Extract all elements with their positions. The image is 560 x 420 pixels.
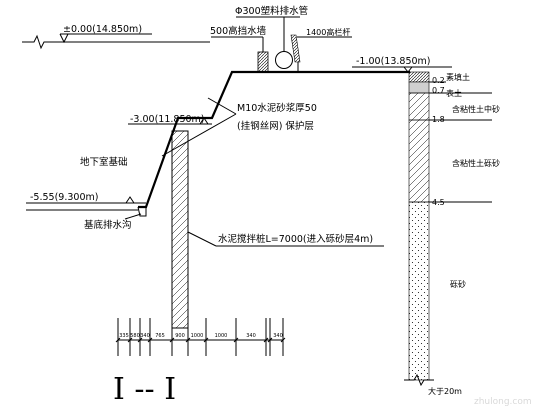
pile-label: 水泥搅拌桩L=7000(进入砾砂层4m) bbox=[218, 233, 373, 245]
drain-label: 基底排水沟 bbox=[84, 219, 132, 231]
wall-label: 500高挡水墙 bbox=[210, 25, 267, 37]
dimension-label: 900 bbox=[175, 333, 185, 339]
dimension-slash bbox=[203, 337, 209, 343]
dimension-label: 580 bbox=[130, 333, 140, 339]
break-symbol-left bbox=[22, 34, 60, 50]
protection-label-line1: M10水泥砂浆厚50 bbox=[237, 102, 317, 114]
drain-ditch-icon bbox=[137, 206, 147, 217]
dimension-slash bbox=[267, 337, 273, 343]
soil-layer-labels: 素填土 表土 含粘性土中砂 含粘性土砾砂 砾砂 0.2 0.7 1.8 4.5 bbox=[429, 72, 500, 289]
soil-bottom-note: 大于20m bbox=[428, 386, 462, 396]
dimension-slash bbox=[263, 337, 269, 343]
section-title: I -- I bbox=[113, 372, 176, 407]
dimension-slash bbox=[185, 337, 191, 343]
dimension-label: 335 bbox=[119, 333, 129, 339]
dimension-slash bbox=[137, 337, 143, 343]
dimension-label: 340 bbox=[246, 333, 256, 339]
mixing-pile bbox=[171, 130, 189, 329]
pipe-label: Φ300塑料排水管 bbox=[235, 5, 308, 17]
dimension-label: 340 bbox=[140, 333, 150, 339]
soil-layer-1-name: 素填土 bbox=[446, 72, 470, 82]
elevation-marker-right: -1.00(13.850m) bbox=[352, 56, 452, 73]
drain-pipe-icon bbox=[275, 51, 293, 69]
soil-depth-2: 0.7 bbox=[432, 86, 445, 95]
slope-profile bbox=[138, 70, 262, 209]
watermark: zhulong.com bbox=[474, 397, 532, 407]
dimension-slash bbox=[280, 337, 286, 343]
dimension-slash bbox=[233, 337, 239, 343]
elevation-bench: -3.00(11.850m) bbox=[130, 114, 205, 125]
dimension-slash bbox=[147, 337, 153, 343]
basement-label: 地下室基础 bbox=[80, 156, 128, 168]
elevation-right: -1.00(13.850m) bbox=[356, 56, 431, 67]
dimension-label: 1000 bbox=[215, 333, 228, 339]
soil-column bbox=[408, 71, 430, 381]
elevation-marker-top-left: ±0.00(14.850m) bbox=[59, 24, 152, 44]
railing-label: 1400高栏杆 bbox=[306, 27, 350, 37]
dimension-slash bbox=[127, 337, 133, 343]
dimension-slash bbox=[169, 337, 175, 343]
elevation-marker-bench: -3.00(11.850m) bbox=[128, 114, 212, 125]
retaining-wall bbox=[257, 51, 269, 73]
elevation-base: -5.55(9.300m) bbox=[30, 192, 98, 203]
soil-layer-5-name: 砾砂 bbox=[450, 279, 466, 289]
protection-label-line2: (挂钢丝网) 保护层 bbox=[237, 120, 314, 132]
dimension-slash bbox=[115, 337, 121, 343]
elevation-top-left: ±0.00(14.850m) bbox=[63, 24, 142, 35]
elevation-marker-base: -5.55(9.300m) bbox=[26, 192, 146, 204]
soil-layer-4-name: 含粘性土砾砂 bbox=[452, 158, 500, 168]
dimension-label: 1000 bbox=[191, 333, 204, 339]
railing-post-icon bbox=[290, 34, 301, 72]
dimension-label: 765 bbox=[155, 333, 165, 339]
dimension-label: 340 bbox=[273, 333, 283, 339]
soil-layer-3-name: 含粘性土中砂 bbox=[452, 104, 500, 114]
soil-depth-1: 0.2 bbox=[432, 76, 445, 85]
